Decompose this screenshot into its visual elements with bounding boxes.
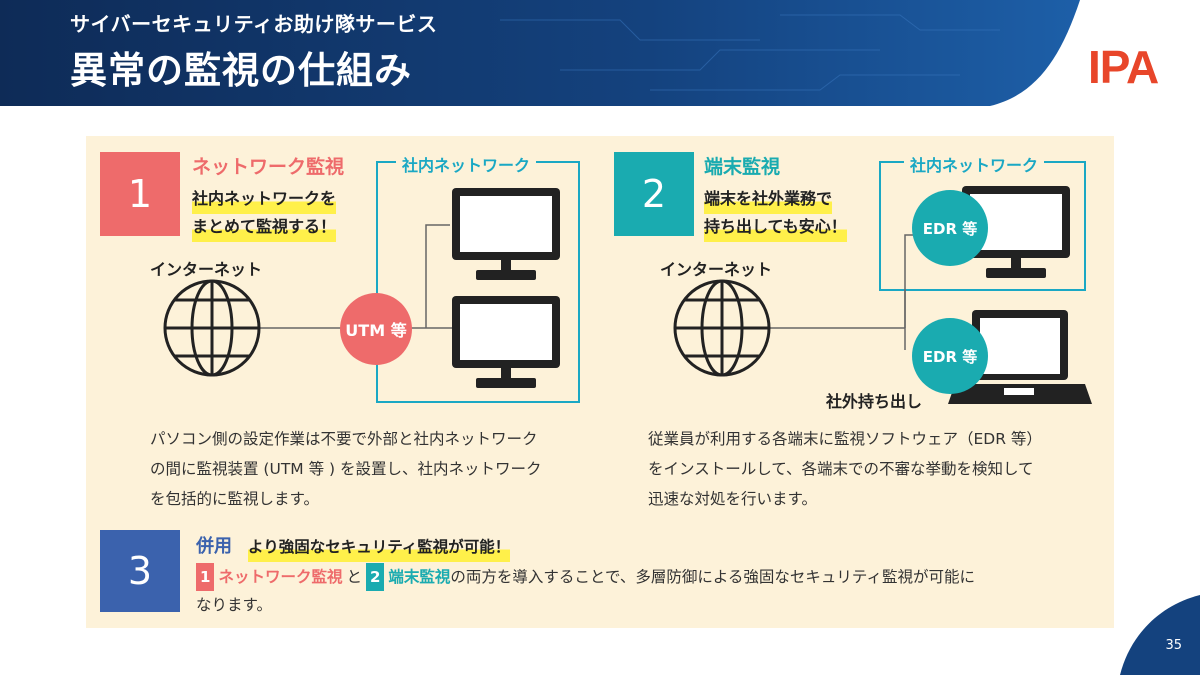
desktop-monitor-icon <box>452 188 560 280</box>
section1-network-label: 社内ネットワーク <box>396 152 537 176</box>
laptop-icon <box>948 310 1092 404</box>
section1-description-3: を包括的に監視します。 <box>150 490 319 508</box>
tag-section2-text: 端末監視 <box>388 568 451 586</box>
utm-device-badge: UTM 等 <box>340 293 412 365</box>
edr-badge-laptop: EDR 等 <box>912 318 988 394</box>
page-corner <box>1120 595 1200 675</box>
slide-subtitle: サイバーセキュリティお助け隊サービス <box>70 12 438 36</box>
section2-highlight-2: 持ち出しても安心！ <box>704 212 847 242</box>
slide-header: サイバーセキュリティお助け隊サービス 異常の監視の仕組み <box>0 0 1200 106</box>
section3-description-2: なります。 <box>196 596 272 614</box>
ipa-logo: IPA <box>1088 41 1159 93</box>
page-number: 35 <box>1165 638 1182 653</box>
section3-number-box: 3 <box>100 530 180 612</box>
slide-title: 異常の監視の仕組み <box>70 49 412 92</box>
section2-description-3: 迅速な対処を行います。 <box>648 490 817 508</box>
section1-number-box: 1 <box>100 152 180 236</box>
header-background <box>0 0 1080 106</box>
section1-highlight-1: 社内ネットワークを <box>192 184 337 214</box>
tag-section1-number: 1 <box>196 563 215 591</box>
section3-description-rest: の両方を導入することで、多層防御による強固なセキュリティ監視が可能に <box>450 568 975 586</box>
tag-section2-number: 2 <box>365 563 385 591</box>
section2-mobile-label: 社外持ち出し <box>826 392 923 411</box>
section2-network-label: 社内ネットワーク <box>904 152 1045 176</box>
tag-section1-text: ネットワーク監視 <box>218 568 343 586</box>
globe-icon <box>673 279 771 377</box>
section2-number-box: 2 <box>614 152 694 236</box>
section1-title: ネットワーク監視 <box>192 156 345 178</box>
desktop-monitor-icon <box>452 296 560 388</box>
section2-description-2: をインストールして、各端末での不審な挙動を検知して <box>648 460 1034 478</box>
section1-highlight-2: まとめて監視する！ <box>192 212 337 242</box>
section1-description-1: パソコン側の設定作業は不要で外部と社内ネットワーク <box>150 430 538 448</box>
section2-description-1: 従業員が利用する各端末に監視ソフトウェア（EDR 等） <box>648 430 1042 448</box>
section3-highlight: より強固なセキュリティ監視が可能！ <box>248 532 511 562</box>
edr-badge-desktop: EDR 等 <box>912 190 988 266</box>
section1-description-2: の間に監視装置 (UTM 等 ) を設置し、社内ネットワーク <box>150 460 542 478</box>
section2-internet-label: インターネット <box>660 260 773 279</box>
section3-title: 併用 <box>196 536 232 557</box>
section1-internet-label: インターネット <box>150 260 263 279</box>
section3-joiner: と <box>346 568 362 586</box>
section2-title: 端末監視 <box>704 156 781 178</box>
section2-highlight-1: 端末を社外業務で <box>704 184 833 214</box>
globe-icon <box>163 279 261 377</box>
